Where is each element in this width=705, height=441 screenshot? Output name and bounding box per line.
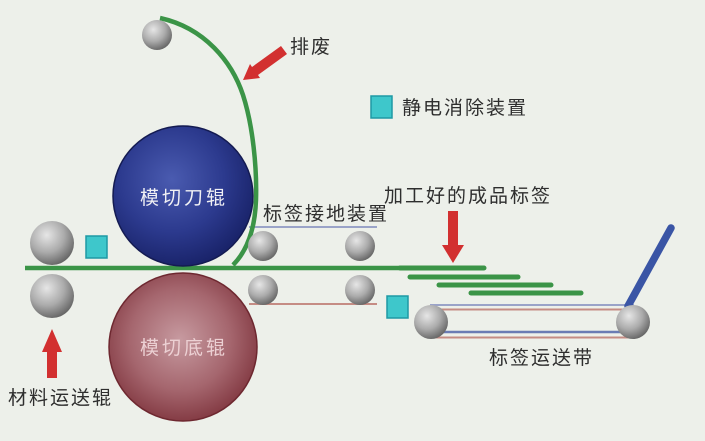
knife-roller-circle [112, 125, 254, 267]
grounding-roller-top-right [345, 231, 375, 261]
feed-roller-top [30, 221, 74, 265]
feed-roller-bottom [30, 274, 74, 318]
bottom-roller-label: 模切底辊 [140, 337, 228, 359]
waste-rewind-roller [142, 20, 172, 50]
waste-arrow-icon [243, 46, 287, 80]
static-eliminator-label: 静电消除装置 [402, 97, 528, 119]
grounding-roller-bottom-left [248, 275, 278, 305]
label-conveyor-label: 标签运送带 [489, 347, 594, 369]
label-grounding-label: 标签接地装置 [263, 203, 389, 225]
waste-label: 排废 [290, 36, 332, 58]
static-eliminator-device-right [386, 295, 409, 319]
finished-labels-arrow-icon [442, 211, 464, 263]
static-eliminator-device-left [85, 235, 108, 259]
stripper-bar [624, 224, 675, 310]
grounding-roller-bottom-right [345, 275, 375, 305]
knife-roller-label: 模切刀辊 [140, 187, 228, 209]
material-feed-arrow-icon [42, 329, 62, 378]
bottom-roller-circle [108, 272, 258, 422]
finished-labels-label: 加工好的成品标签 [384, 185, 552, 207]
material-feed-roller-label: 材料运送辊 [8, 387, 113, 409]
grounding-roller-top-left [248, 231, 278, 261]
conveyor-roller-right [616, 305, 650, 339]
conveyor-roller-left [414, 305, 448, 339]
static-eliminator-legend-swatch [370, 95, 393, 119]
waste-web-curve [159, 15, 259, 267]
